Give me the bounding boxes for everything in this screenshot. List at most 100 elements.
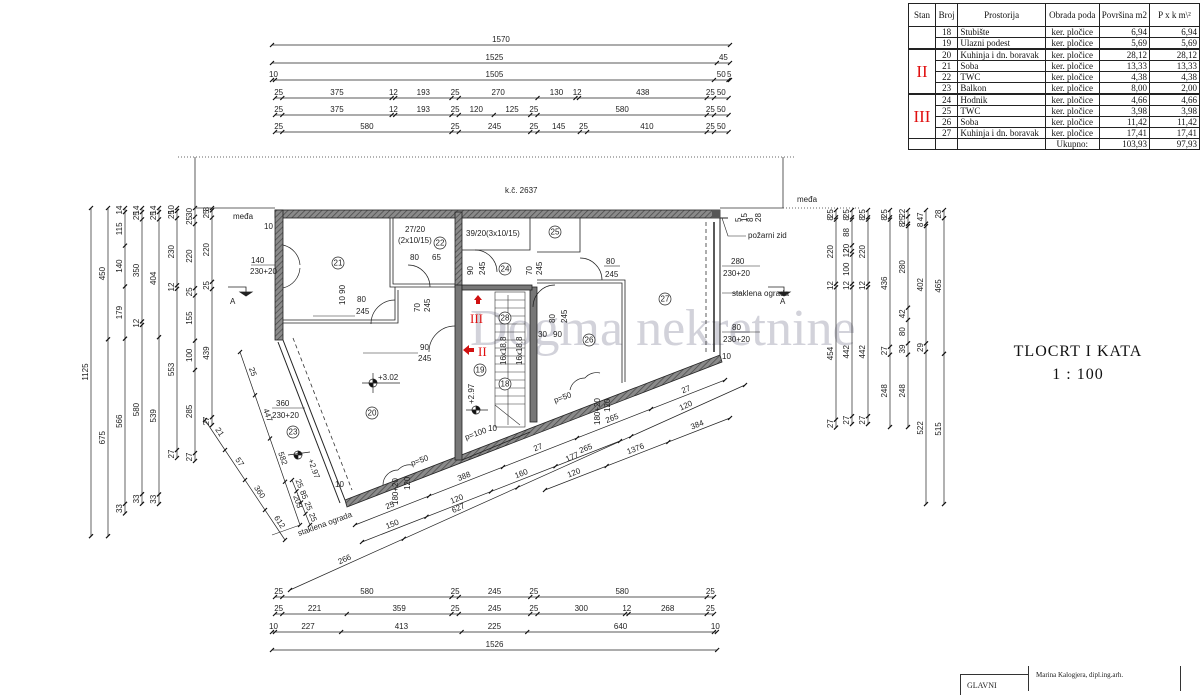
dimension-label: 450 <box>98 266 107 280</box>
room-tag-circle <box>548 225 562 239</box>
dimension-label: 265 <box>578 442 594 455</box>
glass-railing-label-right: staklena ograda <box>732 289 789 298</box>
dimension-label: 413 <box>395 622 409 631</box>
room-tag-24: 24 <box>501 265 510 274</box>
dimension-label: 33 <box>115 504 124 513</box>
room-tag-circle <box>433 236 447 250</box>
opening-label-wall10-c: 10 <box>722 352 731 361</box>
dimension-label: 12 <box>826 281 835 290</box>
opening-label-p100: p=100 <box>464 426 489 442</box>
stairs-label-a: 16x18,8 <box>499 336 508 365</box>
dimension-label: 25 <box>384 499 396 511</box>
cell-name: Balkon <box>957 82 1046 95</box>
dimension-line <box>354 379 726 526</box>
cell-broj: 23 <box>934 82 959 95</box>
dimension-label: 88 <box>842 227 851 236</box>
fire-wall-dimension: 15 <box>740 213 749 222</box>
dimension-label: 8 <box>202 206 211 211</box>
dimension-label: 27 <box>826 419 835 428</box>
dimension-label: 580 <box>132 402 141 416</box>
opening-label-vent22-a: 27/20 <box>405 225 426 234</box>
dimension-label: 47 <box>916 212 925 221</box>
dimension-label: 12 <box>167 282 176 291</box>
dimension-label: 27 <box>880 346 889 355</box>
dimension-label: 465 <box>934 279 943 293</box>
dimension-label: 25 <box>149 211 158 220</box>
opening-label-d27-a: 80 <box>606 257 615 266</box>
dimension-label: 25 <box>579 122 588 131</box>
opening-label-d24-b: 245 <box>478 261 487 275</box>
cell-pk: 6,94 <box>1148 26 1200 38</box>
opening-label-door-bottom-a: 180+20 <box>391 478 400 505</box>
room-tag-circle <box>331 256 345 270</box>
cell-pk: 4,38 <box>1148 71 1200 83</box>
dimension-label: 220 <box>202 242 211 256</box>
dimension-label: 442 <box>858 345 867 359</box>
cell-area: 4,38 <box>1098 71 1150 83</box>
cell-name: TWC <box>957 105 1046 117</box>
cell-pk: 2,00 <box>1148 82 1200 95</box>
dimension-label: 1570 <box>492 35 510 44</box>
room-tag-circle <box>286 425 300 439</box>
architect-name: Marina Kalogjera, dipl.ing.arh. <box>1036 671 1124 679</box>
cell-pk: 3,98 <box>1148 105 1200 117</box>
opening-label-wall10-a: 10 <box>264 222 273 231</box>
dimension-label: 25 <box>842 209 851 218</box>
dimension-label: 1525 <box>486 53 504 62</box>
dimension-label: 12 <box>389 88 398 97</box>
cell-name: Kuhinja i dn. boravak <box>957 127 1046 139</box>
cell-name: Soba <box>957 116 1046 128</box>
cell-broj: 25 <box>934 105 959 117</box>
cell-floor: ker. pločice <box>1044 105 1100 117</box>
room-tag-26: 26 <box>585 336 594 345</box>
section-marks <box>228 286 792 297</box>
dimension-label: 522 <box>916 421 925 435</box>
cell-floor: ker. pločice <box>1044 93 1100 106</box>
dimension-label: 12 <box>842 248 851 257</box>
dimension-label: 25 <box>898 215 907 224</box>
project-phase: GLAVNI <box>967 681 997 690</box>
room-tag-25: 25 <box>551 228 560 237</box>
dimension-label: 1125 <box>81 363 90 381</box>
dimension-label: 50 <box>717 70 726 79</box>
dimension-label: 27 <box>680 383 692 395</box>
dimension-label: 25 <box>167 210 176 219</box>
dimension-label: 25 <box>202 209 211 218</box>
opening-label-d22v-a: 70 <box>413 303 422 312</box>
fire-wall-label: požarni zid <box>748 231 787 240</box>
dimension-label: 42 <box>898 309 907 318</box>
dimension-label: 360 <box>252 484 267 501</box>
dimension-label: 160 <box>513 467 529 480</box>
dimension-label: 580 <box>360 587 374 596</box>
opening-label-w20-b: 230+20 <box>272 411 299 420</box>
cell-floor: ker. pločice <box>1044 60 1100 72</box>
opening-label-door-bottom-b: 120 <box>403 476 412 490</box>
room-area-table: Stan Broj Prostorija Obrada poda Površin… <box>908 3 1200 150</box>
cell-broj: 24 <box>934 93 959 106</box>
room-tag-circle <box>498 311 512 325</box>
dimension-label: 8 <box>898 222 907 227</box>
cell-broj: 27 <box>934 127 959 139</box>
dimension-label: 454 <box>826 346 835 360</box>
dimension-label: 359 <box>392 604 406 613</box>
cell-name: Stubište <box>957 26 1046 38</box>
dimension-label: 25 <box>880 209 889 218</box>
dimension-line <box>544 417 731 491</box>
opening-label-vent24: 39/20(3x10/15) <box>466 229 520 238</box>
cell-empty <box>934 138 959 150</box>
dimension-label: 300 <box>575 604 589 613</box>
dimension-label: 21 <box>213 426 226 439</box>
opening-label-d22v-b: 245 <box>423 298 432 312</box>
dimension-label: 57 <box>233 456 246 469</box>
dimension-label: 14 <box>149 205 158 214</box>
stairs-label-b: 16x18,8 <box>515 336 524 365</box>
dimension-label: 25 <box>529 105 538 114</box>
dimension-label: 145 <box>552 122 566 131</box>
cell-stan: II <box>908 48 936 95</box>
opening-label-w20-a: 360 <box>276 399 290 408</box>
dimension-label: 14 <box>132 205 141 214</box>
dimension-label: 675 <box>98 430 107 444</box>
dimension-label: 8 <box>916 222 925 227</box>
cell-area: 3,98 <box>1098 105 1150 117</box>
